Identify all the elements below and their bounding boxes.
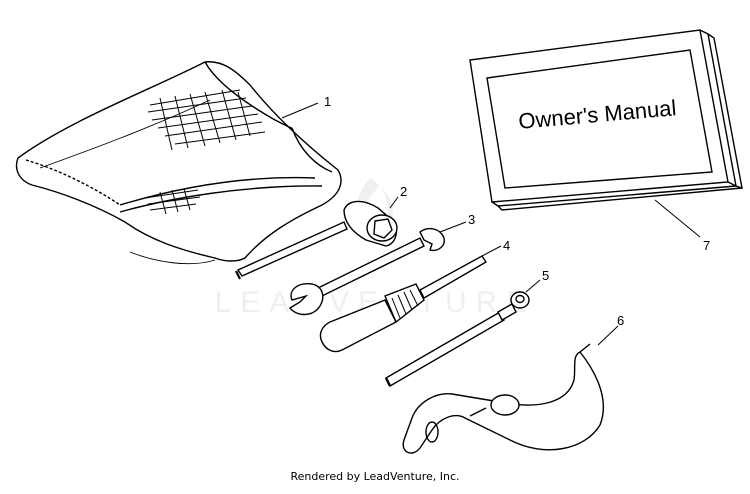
pouch-hatching: [145, 90, 265, 214]
spanner-wrench: [403, 326, 618, 453]
leader-line-1: [282, 103, 318, 118]
callout-label-5: 5: [542, 268, 549, 283]
credit-line: Rendered by LeadVenture, Inc.: [290, 470, 460, 483]
leader-line-7: [655, 200, 700, 237]
callout-label-3: 3: [468, 212, 475, 227]
screwdriver: [320, 246, 501, 352]
tool-pouch: [17, 62, 342, 264]
screwdriver-grip-ridges: [392, 290, 418, 318]
open-end-wrench: [290, 222, 466, 315]
callout-label-1: 1: [324, 94, 331, 109]
leader-line-2: [390, 197, 398, 208]
owners-manual: [470, 30, 742, 237]
spark-plug-tool: [386, 280, 540, 386]
leader-line-5: [526, 280, 540, 292]
callout-label-7: 7: [703, 238, 710, 253]
callout-label-2: 2: [400, 184, 407, 199]
leader-line-6: [598, 326, 618, 345]
watermark-flame-icon: [355, 178, 393, 238]
leader-line-4: [482, 246, 501, 256]
callout-label-4: 4: [503, 238, 510, 253]
leader-line-3: [440, 222, 466, 232]
callout-label-6: 6: [617, 313, 624, 328]
socket-wrench: [236, 197, 398, 279]
